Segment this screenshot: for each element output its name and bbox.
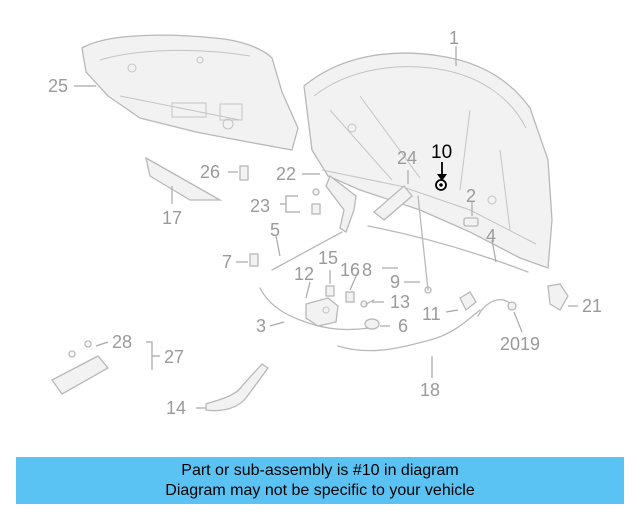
- hood-hinge: [325, 174, 357, 233]
- support-rod: [417, 195, 429, 291]
- release-cable: [259, 287, 371, 331]
- fastener-23: [311, 203, 321, 215]
- grommet-6: [364, 318, 380, 330]
- cable-end: [477, 299, 513, 317]
- callout-16: 16: [340, 260, 360, 280]
- part-10-clip: [435, 179, 447, 191]
- callout-5: 5: [270, 220, 280, 240]
- callout-7: 7: [222, 252, 232, 272]
- banner-line-1: Part or sub-assembly is #10 in diagram: [181, 462, 459, 479]
- clip-16: [345, 291, 355, 303]
- latch-cable: [337, 309, 481, 352]
- callout-23: 23: [250, 196, 270, 216]
- hood-panel: [303, 52, 553, 269]
- callout-12: 12: [294, 264, 314, 284]
- lever-14: [205, 363, 269, 412]
- callout-27: 27: [164, 347, 184, 367]
- callout-18: 18: [420, 380, 440, 400]
- callout-2: 2: [466, 186, 476, 206]
- callout-4: 4: [486, 226, 496, 246]
- callout-1: 1: [449, 28, 459, 48]
- callout-10: 10: [431, 142, 452, 163]
- banner-line-2: Diagram may not be specific to your vehi…: [165, 482, 475, 499]
- hood-bumper: [463, 217, 479, 227]
- fastener-23b: [312, 188, 320, 196]
- callout-6: 6: [398, 316, 408, 336]
- info-banner: Part or sub-assembly is #10 in diagram D…: [16, 457, 624, 504]
- hood-insulator-pad: [81, 34, 299, 151]
- callout-24: 24: [397, 148, 417, 168]
- callout-9: 9: [390, 272, 400, 292]
- callout-14: 14: [166, 398, 186, 418]
- callout-2019: 2019: [500, 334, 540, 354]
- callout-3: 3: [256, 316, 266, 336]
- release-handle: [51, 355, 109, 395]
- callout-25: 25: [48, 76, 68, 96]
- callout-17: 17: [162, 208, 182, 228]
- hood-seal: [367, 225, 529, 273]
- fastener-26: [239, 165, 249, 181]
- callout-15: 15: [318, 248, 338, 268]
- bracket-21: [547, 283, 569, 311]
- bolt-13: [360, 299, 375, 308]
- callout-26: 26: [200, 162, 220, 182]
- callout-11: 11: [422, 304, 441, 324]
- hood-latch: [305, 297, 339, 327]
- parts-diagram: 1 25 2 4 24 10 26 22 23 17 5 7 15 12 16 …: [48, 28, 602, 418]
- fastener-7: [249, 253, 259, 267]
- callout-13: 13: [390, 292, 410, 312]
- callout-21: 21: [582, 296, 602, 316]
- hood-bracket: [372, 185, 413, 221]
- callout-8: 8: [362, 260, 372, 280]
- callout-28: 28: [112, 332, 132, 352]
- deflector-17: [145, 156, 223, 201]
- callout-22: 22: [276, 164, 296, 184]
- hood-prop-rod: [271, 231, 343, 271]
- clip-15: [325, 285, 335, 297]
- bracket-11: [459, 291, 477, 312]
